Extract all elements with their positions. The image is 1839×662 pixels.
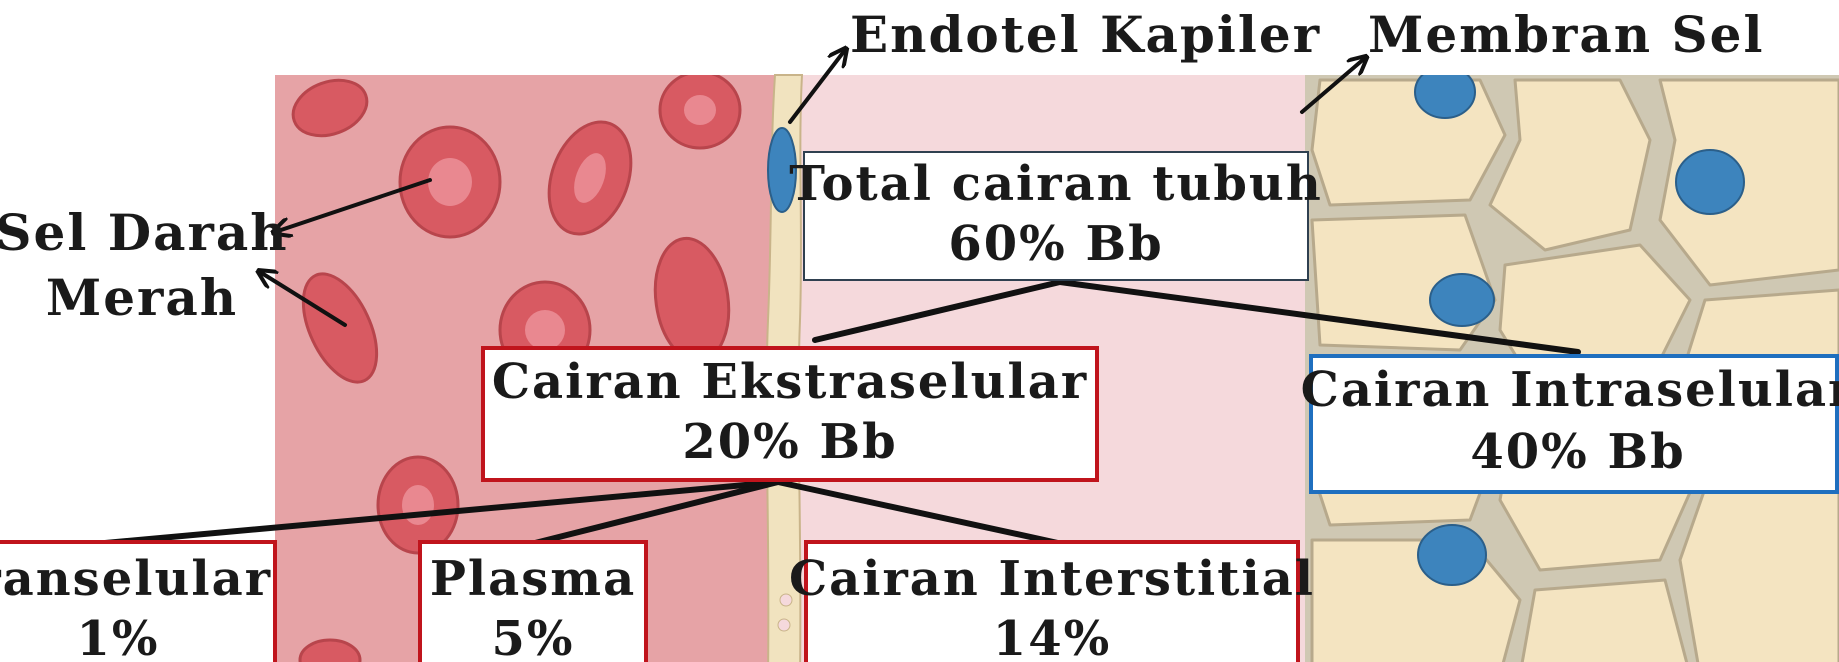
ekstraselular-value: 20% Bb — [682, 414, 897, 470]
plasma-box: Plasma 5% — [420, 542, 646, 662]
endotel-kapiler-label: Endotel Kapiler — [850, 5, 1321, 64]
total-cairan-title: Total cairan tubuh — [789, 156, 1322, 212]
intraselular-value: 40% Bb — [1470, 424, 1685, 480]
interstitial-box: Cairan Interstitial 14% — [789, 542, 1315, 662]
interstitial-title: Cairan Interstitial — [789, 551, 1315, 607]
merah-label: Merah — [46, 268, 238, 327]
transelular-box: Cairan Transelular 1% — [0, 542, 275, 662]
intraselular-box: Cairan Intraselular 40% Bb — [1301, 356, 1839, 492]
transelular-value: 1% — [76, 611, 159, 662]
total-cairan-box: Total cairan tubuh 60% Bb — [789, 152, 1322, 280]
interstitial-value: 14% — [993, 611, 1111, 662]
ekstraselular-title: Cairan Ekstraselular — [492, 354, 1088, 410]
transelular-title: Cairan Transelular — [0, 551, 272, 607]
total-cairan-value: 60% Bb — [948, 216, 1163, 272]
plasma-value: 5% — [491, 611, 574, 662]
sel-darah-label: Sel Darah — [0, 203, 289, 262]
membran-sel-label: Membran Sel — [1368, 5, 1764, 64]
intraselular-title: Cairan Intraselular — [1301, 362, 1839, 418]
ekstraselular-box: Cairan Ekstraselular 20% Bb — [483, 348, 1097, 480]
plasma-title: Plasma — [430, 551, 636, 607]
